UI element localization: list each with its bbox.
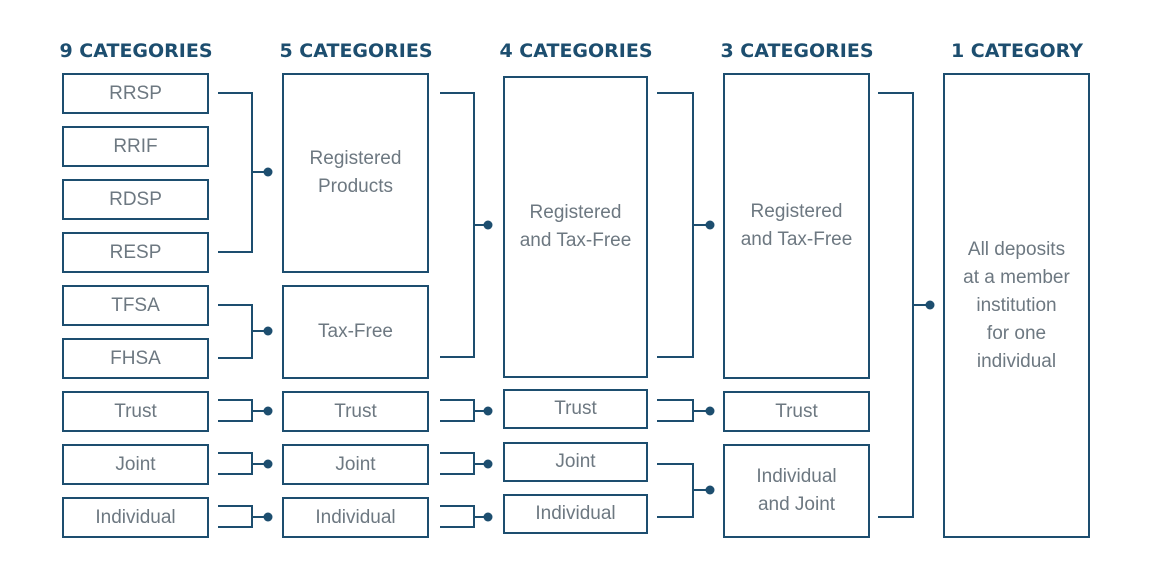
header-9-categories: 9 CATEGORIES: [59, 40, 213, 62]
junction-dot: [705, 406, 715, 416]
category-box-individual: Individual: [282, 497, 429, 538]
header-5-categories: 5 CATEGORIES: [279, 40, 433, 62]
category-box-tfsa: TFSA: [62, 285, 209, 326]
category-box-trust: Trust: [62, 391, 209, 432]
junction-dot: [483, 406, 493, 416]
category-box-rrsp: RRSP: [62, 73, 209, 114]
category-box-tax-free: Tax-Free: [282, 285, 429, 379]
junction-dot: [705, 220, 715, 230]
category-box-individual: Individual: [503, 494, 648, 534]
junction-dot: [263, 459, 273, 469]
junction-dot: [483, 220, 493, 230]
junction-dot: [925, 300, 935, 310]
category-box-joint: Joint: [62, 444, 209, 485]
header-4-categories: 4 CATEGORIES: [499, 40, 653, 62]
junction-dot: [263, 406, 273, 416]
header-3-categories: 3 CATEGORIES: [720, 40, 874, 62]
junction-dot: [263, 512, 273, 522]
header-1-category: 1 CATEGORY: [950, 40, 1084, 62]
category-box-trust: Trust: [282, 391, 429, 432]
junction-dot: [483, 459, 493, 469]
category-box-individual-and-joint: Individual and Joint: [723, 444, 870, 538]
category-box-fhsa: FHSA: [62, 338, 209, 379]
category-box-rrif: RRIF: [62, 126, 209, 167]
category-box-registered-and-tax-free: Registered and Tax-Free: [723, 73, 870, 379]
category-box-rdsp: RDSP: [62, 179, 209, 220]
junction-dot: [263, 326, 273, 336]
category-box-individual: Individual: [62, 497, 209, 538]
category-box-all-deposits: All deposits at a member institution for…: [943, 73, 1090, 538]
junction-dot: [483, 512, 493, 522]
category-box-registered-and-tax-free: Registered and Tax-Free: [503, 76, 648, 378]
category-box-registered-products: Registered Products: [282, 73, 429, 273]
category-box-resp: RESP: [62, 232, 209, 273]
junction-dot: [263, 167, 273, 177]
category-box-joint: Joint: [503, 442, 648, 482]
category-box-trust: Trust: [503, 389, 648, 429]
category-box-trust: Trust: [723, 391, 870, 432]
junction-dot: [705, 485, 715, 495]
category-box-joint: Joint: [282, 444, 429, 485]
